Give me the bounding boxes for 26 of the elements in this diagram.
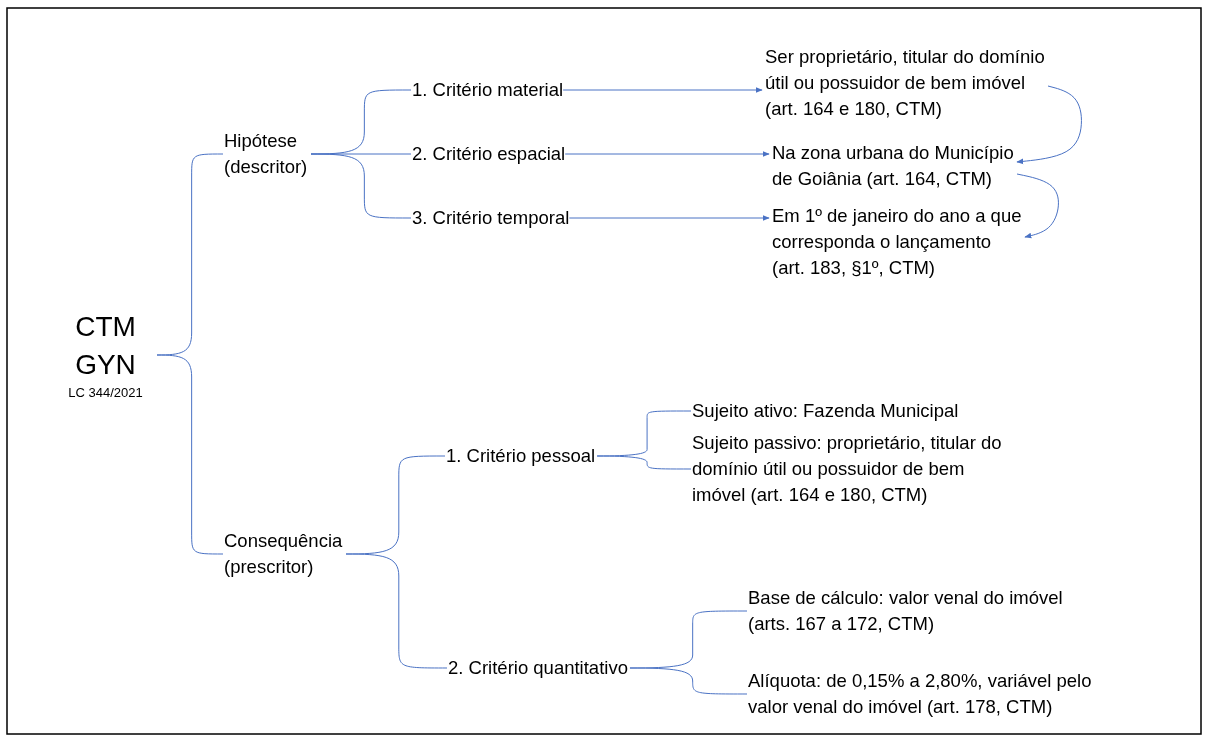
node-text: Base de cálculo: valor venal do imóvel (arts. 167 a 172, CTM) xyxy=(748,586,1064,636)
node-text: 2. Critério quantitativo xyxy=(448,656,628,680)
node-text: Sujeito passivo: proprietário, titular do domínio útil ou possuidor de bem imóvel (art. 164 e 180, CTM) xyxy=(692,431,1003,507)
brace-line xyxy=(345,553,448,669)
node-text: 1. Critério material xyxy=(412,78,564,102)
node-text: Consequência (prescritor) xyxy=(224,529,344,579)
node-text: 3. Critério temporal xyxy=(412,206,570,230)
node-text: Ser proprietário, titular do domínio útil ou possuidor de bem imóvel (art. 164 e 180, CTM) xyxy=(765,45,1046,121)
node-text: Hipótese (descritor) xyxy=(224,129,309,179)
arrow xyxy=(562,87,763,93)
curved-arrow xyxy=(1016,173,1059,239)
arrow xyxy=(568,215,770,221)
title-text: CTM GYN xyxy=(74,310,137,382)
subtitle-text: LC 344/2021 xyxy=(67,384,144,402)
node-text: Alíquota: de 0,15% a 2,80%, variável pelo valor venal do imóvel (art. 178, CTM) xyxy=(748,669,1093,719)
brace-line xyxy=(629,667,748,695)
curved-arrow xyxy=(1016,85,1082,165)
brace-line xyxy=(310,153,412,219)
arrow xyxy=(564,151,770,157)
node-text: 1. Critério pessoal xyxy=(446,444,596,468)
node-text: Na zona urbana do Município de Goiânia (art. 164, CTM) xyxy=(772,141,1015,191)
node-text: Em 1º de janeiro do ano a que corresponda o lançamento (art. 183, §1º, CTM) xyxy=(772,204,1023,280)
brace-line xyxy=(156,354,224,555)
node-text: Sujeito ativo: Fazenda Municipal xyxy=(692,399,959,423)
brace-line xyxy=(596,455,692,470)
node-text: 2. Critério espacial xyxy=(412,142,566,166)
